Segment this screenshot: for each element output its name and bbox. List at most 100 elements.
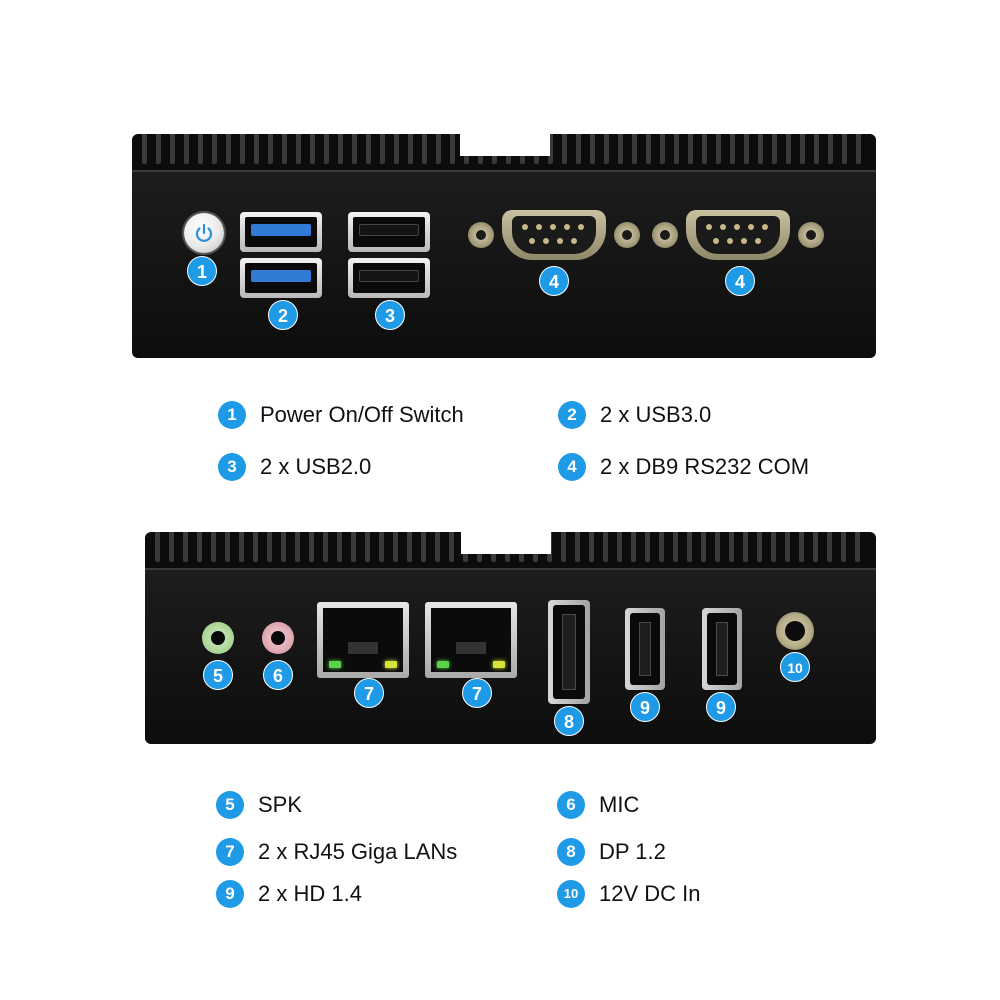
heatsink-fin — [842, 134, 847, 164]
heatsink-fin — [324, 134, 329, 164]
legend-badge: 6 — [557, 791, 585, 819]
heatsink-fin — [435, 532, 440, 562]
heatsink-fin — [281, 532, 286, 562]
heatsink-fin — [226, 134, 231, 164]
heatsink-fin — [841, 532, 846, 562]
db9-pin — [713, 238, 719, 244]
heatsink-fin — [351, 532, 356, 562]
heatsink-fin — [814, 134, 819, 164]
heatsink-fin — [352, 134, 357, 164]
legend-badge: 9 — [216, 880, 244, 908]
power-button — [184, 213, 224, 253]
heatsink-fin — [674, 134, 679, 164]
heatsink-fin — [225, 532, 230, 562]
db9-pin — [529, 238, 535, 244]
usb3-port-lower — [240, 258, 322, 298]
legend-badge: 4 — [558, 453, 586, 481]
heatsink-fin — [855, 532, 860, 562]
badge-3: 3 — [375, 300, 405, 330]
db9-pin — [564, 224, 570, 230]
heatsink-fin — [366, 134, 371, 164]
heatsink-fin — [295, 532, 300, 562]
heatsink-fins — [145, 532, 876, 574]
legend-label: 2 x DB9 RS232 COM — [600, 454, 810, 479]
legend-label: SPK — [258, 792, 303, 817]
heatsink-fin — [617, 532, 622, 562]
heatsink-fin — [184, 134, 189, 164]
legend-label: 12V DC In — [599, 881, 701, 906]
legend-label: 2 x USB2.0 — [260, 454, 372, 479]
heatsink-fin — [268, 134, 273, 164]
legend-item-10: 10 12V DC In — [557, 880, 701, 908]
chassis-notch — [461, 532, 551, 554]
heatsink-fin — [744, 134, 749, 164]
legend-badge: 3 — [218, 453, 246, 481]
db9-pin — [762, 224, 768, 230]
heatsink-fin — [408, 134, 413, 164]
heatsink-fin — [743, 532, 748, 562]
legend-item-7: 7 2 x RJ45 Giga LANs — [216, 838, 457, 866]
heatsink-fin — [449, 532, 454, 562]
heatsink-fin — [785, 532, 790, 562]
legend-label: 2 x USB3.0 — [600, 402, 712, 427]
heatsink-fin — [169, 532, 174, 562]
heatsink-fin — [183, 532, 188, 562]
power-icon — [195, 223, 213, 242]
db9-pin — [755, 238, 761, 244]
heatsink-fin — [338, 134, 343, 164]
heatsink-fin — [282, 134, 287, 164]
legend-item-5: 5 SPK — [216, 791, 302, 819]
badge-10: 10 — [780, 652, 810, 682]
db9-pin — [536, 224, 542, 230]
badge-1: 1 — [187, 256, 217, 286]
heatsink-fin — [211, 532, 216, 562]
heatsink-fin — [380, 134, 385, 164]
heatsink-fin — [296, 134, 301, 164]
legend-badge: 7 — [216, 838, 244, 866]
heatsink-fin — [198, 134, 203, 164]
usb2-port-upper — [348, 212, 430, 252]
legend-item-4: 4 2 x DB9 RS232 COM — [558, 453, 809, 481]
heatsink-fin — [757, 532, 762, 562]
device-top-panel: 1 2 3 4 4 — [132, 134, 876, 358]
heatsink-fin — [771, 532, 776, 562]
heatsink-fin — [421, 532, 426, 562]
heatsink-fin — [828, 134, 833, 164]
hdmi-port-1 — [625, 608, 665, 690]
db9-pin — [522, 224, 528, 230]
heatsink-fin — [240, 134, 245, 164]
heatsink-fin — [436, 134, 441, 164]
heatsink-fin — [576, 134, 581, 164]
heatsink-fin — [156, 134, 161, 164]
dc-power-jack — [776, 612, 814, 650]
heatsink-fin — [394, 134, 399, 164]
mic-jack — [262, 622, 294, 654]
heatsink-fin — [310, 134, 315, 164]
legend-item-3: 3 2 x USB2.0 — [218, 453, 371, 481]
legend-badge: 1 — [218, 401, 246, 429]
db9-pin — [741, 238, 747, 244]
heatsink-fin — [337, 532, 342, 562]
heatsink-fin — [590, 134, 595, 164]
badge-6: 6 — [263, 660, 293, 690]
legend-label: Power On/Off Switch — [260, 402, 464, 427]
badge-8: 8 — [554, 706, 584, 736]
legend-item-6: 6 MIC — [557, 791, 639, 819]
heatsink-fin — [702, 134, 707, 164]
db9-pin — [706, 224, 712, 230]
rj45-lan-port-1 — [317, 602, 409, 678]
heatsink-fin — [379, 532, 384, 562]
speaker-jack — [202, 622, 234, 654]
heatsink-fin — [758, 134, 763, 164]
legend-badge: 8 — [557, 838, 585, 866]
heatsink-fin — [660, 134, 665, 164]
heatsink-fin — [688, 134, 693, 164]
heatsink-fin — [589, 532, 594, 562]
legend-badge: 5 — [216, 791, 244, 819]
heatsink-fins — [132, 134, 876, 176]
db9-com-port-1 — [464, 210, 644, 260]
heatsink-fin — [253, 532, 258, 562]
legend-item-8: 8 DP 1.2 — [557, 838, 666, 866]
legend-item-1: 1 Power On/Off Switch — [218, 401, 464, 429]
heatsink-fin — [730, 134, 735, 164]
